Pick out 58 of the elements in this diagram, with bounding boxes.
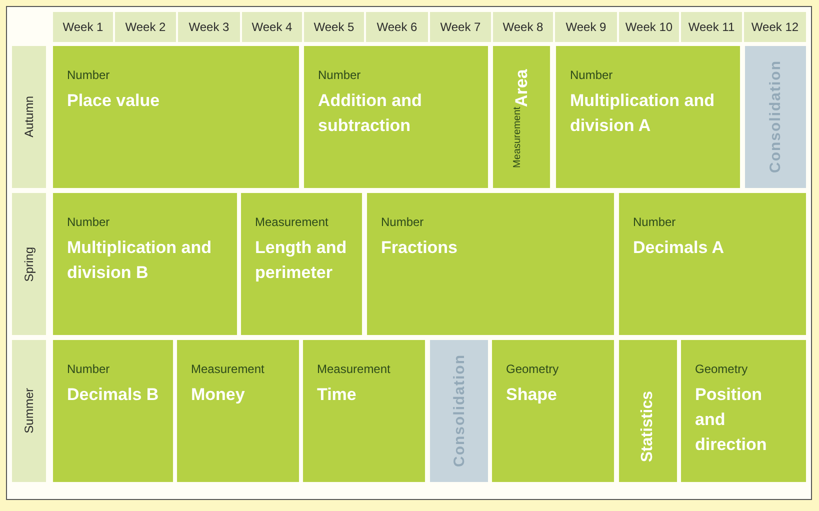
topic-title: Time (317, 384, 358, 406)
week-header: Week 12 (744, 12, 806, 42)
topic-card (303, 340, 425, 482)
week-header: Week 3 (178, 12, 240, 42)
topic-card (53, 46, 299, 188)
topic-title: Multiplication and division A (570, 90, 716, 137)
strand-label: Measurement (255, 215, 330, 229)
strand-label: Measurement (317, 362, 392, 376)
topic-title: Position and direction (695, 384, 768, 456)
topic-title: Multiplication and division B (67, 237, 212, 284)
topic-title: Addition and subtraction (318, 90, 423, 137)
strand-label: Number (381, 215, 425, 229)
topic-card (53, 340, 173, 482)
strand-label: Measurement (512, 106, 524, 168)
term-label: Summer (12, 340, 46, 482)
topic-title: Decimals A (633, 237, 726, 259)
week-header: Week 7 (430, 12, 491, 42)
strand-label: Geometry (506, 362, 560, 376)
strand-label: Number (633, 215, 677, 229)
term-label: Autumn (12, 46, 46, 188)
topic-title: Shape (506, 384, 558, 406)
term-label: Spring (12, 193, 46, 335)
week-header: Week 5 (304, 12, 364, 42)
topic-card (241, 193, 362, 335)
strand-label: Measurement (191, 362, 266, 376)
week-header: Week 10 (619, 12, 679, 42)
consolidation-card (745, 46, 806, 188)
strand-label: Number (318, 68, 362, 82)
strand-label: Geometry (695, 362, 749, 376)
week-header: Week 8 (493, 12, 553, 42)
strand-label: Number (67, 362, 111, 376)
topic-card (177, 340, 299, 482)
topic-title: Place value (67, 90, 161, 112)
week-header: Week 11 (681, 12, 742, 42)
topic-title: Statistics (639, 390, 657, 462)
week-header: Week 9 (555, 12, 617, 42)
topic-card (492, 340, 614, 482)
topic-card (619, 340, 677, 482)
topic-card (681, 340, 806, 482)
week-header: Week 6 (366, 12, 428, 42)
strand-label: Number (67, 215, 111, 229)
topic-card (556, 46, 740, 188)
topic-card (304, 46, 488, 188)
topic-title: Fractions (381, 237, 459, 259)
week-header: Week 4 (242, 12, 302, 42)
consolidation-card (430, 340, 488, 482)
week-header: Week 2 (115, 12, 176, 42)
topic-title: Money (191, 384, 246, 406)
topic-card (53, 193, 237, 335)
topic-title: Area (512, 69, 532, 107)
strand-label: Number (570, 68, 614, 82)
topic-title: Length and perimeter (255, 237, 348, 284)
topic-title: Decimals B (67, 384, 159, 406)
strand-label: Number (67, 68, 111, 82)
topic-card (367, 193, 614, 335)
week-header: Week 1 (53, 12, 113, 42)
topic-card (619, 193, 806, 335)
topic-card (493, 46, 550, 188)
